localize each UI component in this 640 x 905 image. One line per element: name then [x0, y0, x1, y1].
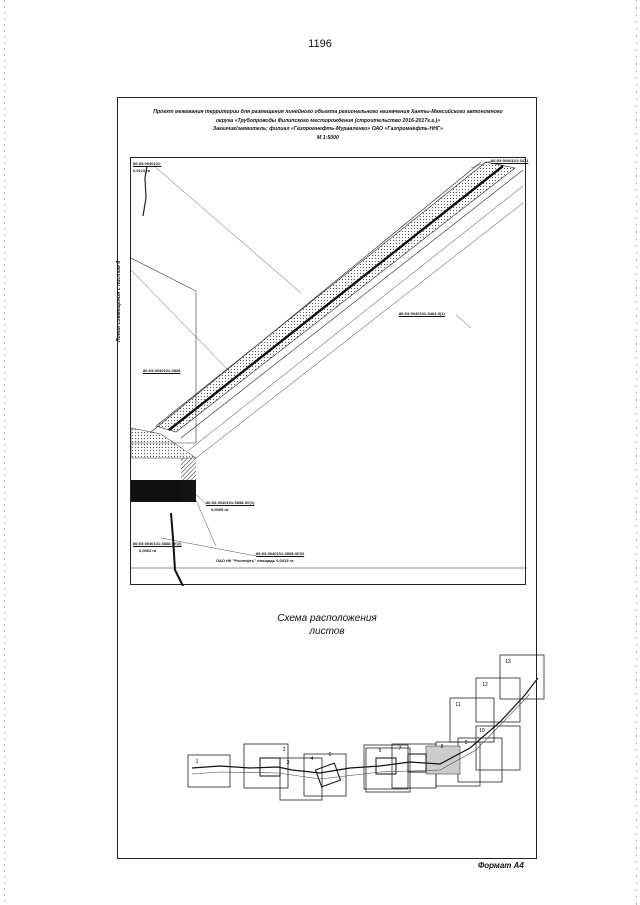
sheet-frame-11 — [449, 697, 495, 743]
label-left-mid-code: 86:03:0040101:3838 — [143, 368, 181, 373]
label-bottom-code-3: 86:03:0040101:3838:3УЗ2 — [256, 551, 305, 556]
sheet-frame-4 — [303, 753, 347, 797]
sheet-number-10: 10 — [479, 728, 485, 734]
scan-edge-left — [4, 0, 5, 905]
sheet-number-1: 1 — [196, 759, 199, 765]
sheet-number-6: 6 — [329, 752, 332, 758]
sheet-number-3: 3 — [287, 760, 290, 766]
sheet-frame-6 — [365, 747, 411, 793]
label-top-left-area: 0,0113 га — [133, 168, 151, 173]
label-top-left-code: 86:03:0040101: — [133, 161, 162, 166]
sheet-number-12: 12 — [482, 682, 488, 688]
scheme-title-line-1: Схема расположения — [277, 613, 377, 624]
map-drawing — [131, 160, 527, 586]
scheme-title-line-2: листов — [309, 626, 345, 637]
header-line-3: Заказчик/заявитель: филиал «Газпромнефть… — [212, 126, 444, 132]
header-scale: М 1:5000 — [317, 134, 339, 141]
sheet-frame-2 — [243, 743, 289, 789]
dark-zone — [131, 480, 196, 502]
label-center-code: 86:03:0040101:3464:3(1) — [399, 311, 445, 316]
label-top-right-code: 86:03:0040101:3471 — [491, 158, 529, 163]
header-line-1: Проект межевания территории для размещен… — [153, 109, 503, 115]
sheet-number-8: 8 — [441, 744, 444, 750]
page-number: 1196 — [308, 38, 332, 50]
sheet-number-13: 13 — [505, 659, 511, 665]
pipeline-line — [168, 165, 504, 431]
sheet-number-9: 9 — [465, 740, 468, 746]
label-bottom-code-2: 86:03:0040101:3838:ЗУ(2) — [133, 541, 182, 546]
sheet-frame-10 — [475, 725, 521, 771]
scan-edge-right — [636, 0, 637, 905]
label-bottom-area-1: 0,0005 га — [211, 507, 229, 512]
pipe-top-left — [142, 165, 148, 217]
drawing-frame: Проект межевания территории для размещен… — [117, 97, 537, 859]
sheet-number-7: 7 — [399, 746, 402, 752]
scheme-title: Схема расположения листов — [117, 612, 537, 638]
match-line-label: Линия совмещения с листом 8 — [116, 260, 122, 342]
sheet-format: Формат А4 — [478, 861, 524, 870]
sheet-number-4: 4 — [311, 756, 314, 762]
sheet-number-5: 5 — [379, 748, 382, 754]
sheet-number-2: 2 — [283, 747, 286, 753]
sheet-frame-1 — [187, 754, 231, 788]
sheet-number-11: 11 — [455, 702, 460, 708]
label-bottom-owner: ОАО НК "Роснефть" площадь 0,0413 га — [216, 558, 294, 563]
pipeline-route — [191, 677, 539, 774]
hatched-sheet — [425, 745, 461, 775]
label-bottom-area-2: 0,0062 га — [139, 548, 157, 553]
cadastral-map: 86:03:0040101: 0,0113 га 86:03:0040101:3… — [130, 157, 529, 586]
hatched-zone — [181, 458, 196, 502]
label-bottom-code-1: 86:03:0040101:3838:ЗУ(1) — [206, 500, 255, 505]
sheet-layout-scheme: 1 2 3 4 5 6 7 8 9 10 11 12 13 — [187, 654, 545, 801]
pipe-bottom — [170, 512, 184, 586]
header-line-2: округа «Трубопроводы Филипского месторож… — [215, 117, 441, 124]
drawing-header: Проект межевания территории для размещен… — [118, 108, 538, 142]
